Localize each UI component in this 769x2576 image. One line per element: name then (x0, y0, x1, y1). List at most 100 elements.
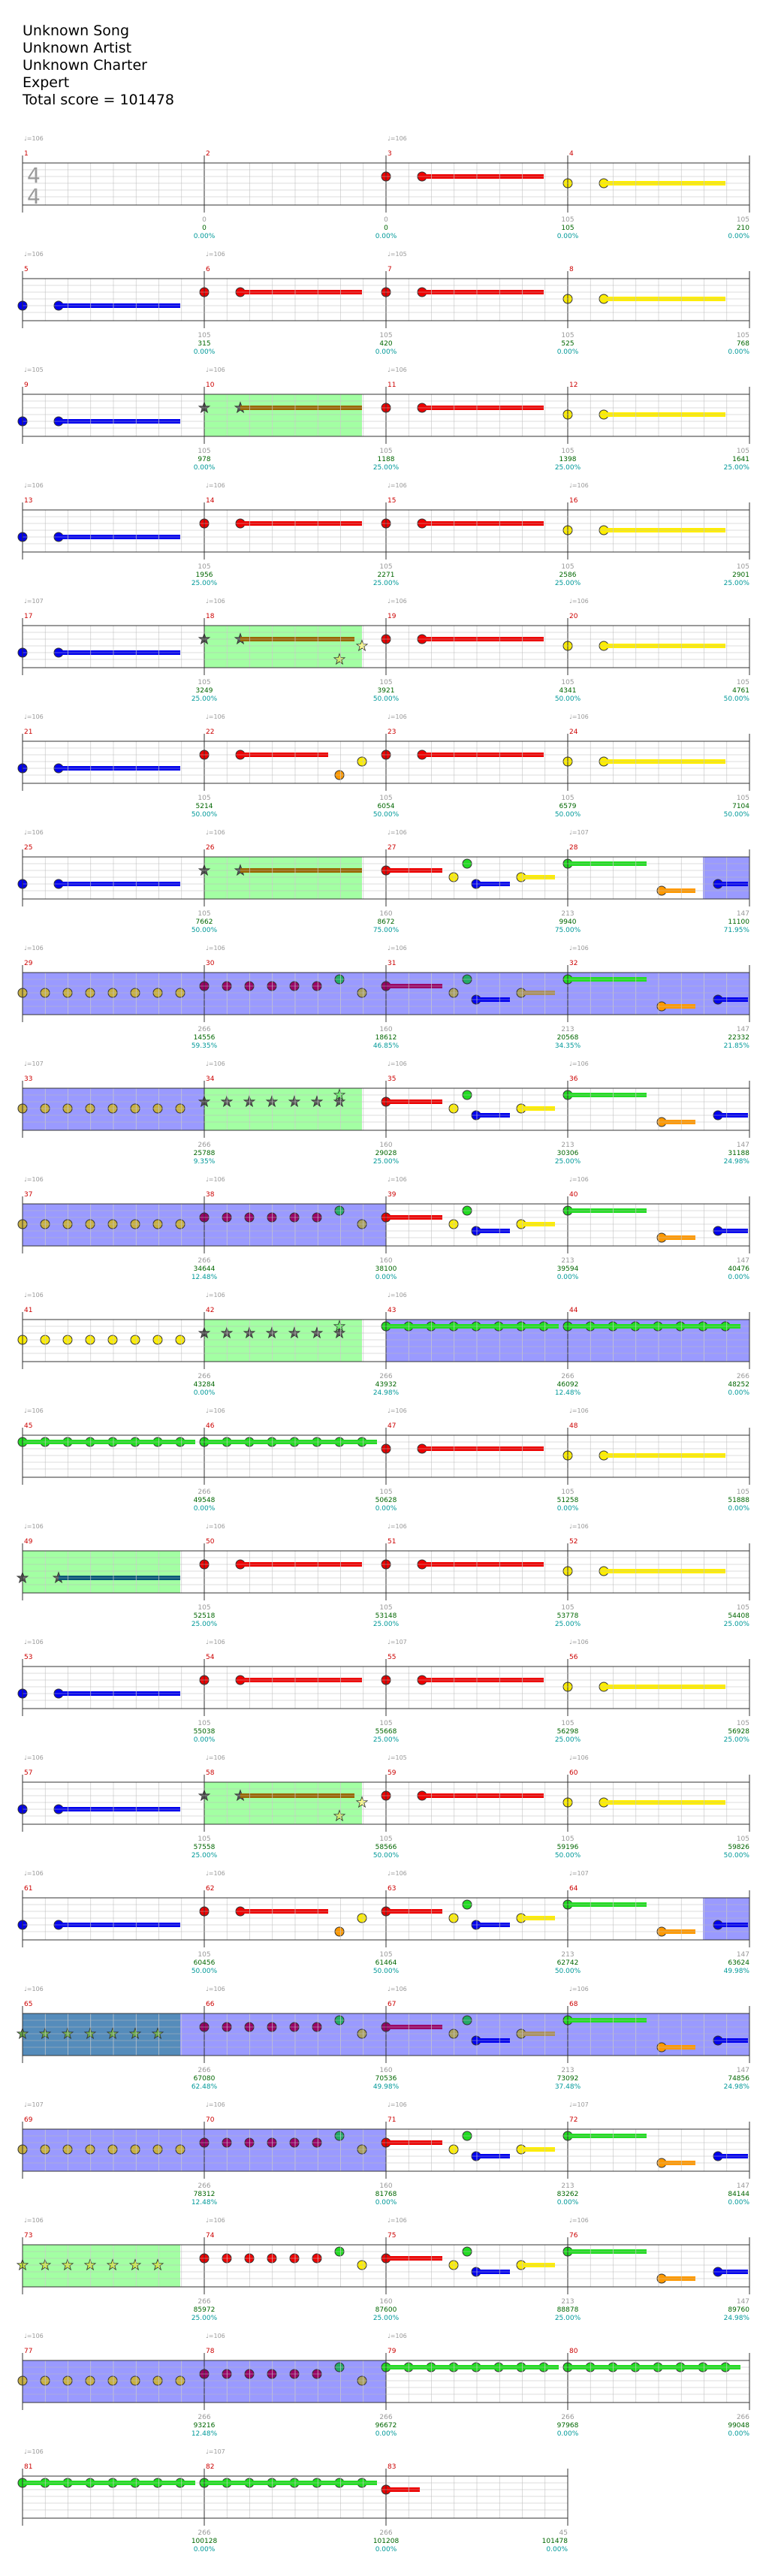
score-value: 3249 (196, 687, 213, 695)
measure-number: 36 (569, 1075, 578, 1083)
score-value: 0 (384, 225, 388, 232)
score-value: 59196 (557, 1844, 579, 1851)
score-value: 100128 (191, 2538, 218, 2545)
star-note (243, 1326, 256, 1339)
bpm-marker: ♩=106 (24, 945, 44, 952)
score-value: 7104 (732, 803, 749, 810)
score-value: 11100 (728, 918, 749, 926)
bpm-marker: ♩=106 (388, 1870, 407, 1877)
bpm-marker: ♩=107 (569, 1870, 589, 1877)
star-power-phrase (204, 1088, 362, 1130)
tick-value: 266 (198, 1142, 210, 1149)
score-value: 99048 (728, 2422, 749, 2430)
score-value: 60456 (194, 1959, 216, 1967)
measure-number: 73 (24, 2232, 32, 2240)
bpm-marker: ♩=106 (206, 1060, 225, 1067)
tick-value: 105 (561, 1720, 574, 1727)
measure-number: 78 (206, 2348, 215, 2355)
staff-row: 1♩=106442000.00%3♩=106000.00%41051050.00… (22, 135, 750, 240)
measure-number: 20 (569, 613, 578, 620)
percent-value: 24.98% (373, 1389, 400, 1397)
percent-value: 9.35% (194, 1158, 216, 1166)
tick-value: 105 (198, 563, 210, 571)
star-power-phrase (204, 1782, 362, 1824)
measure-number: 6 (206, 266, 210, 273)
bpm-marker: ♩=106 (206, 1870, 225, 1877)
score-value: 89760 (728, 2306, 749, 2314)
star-power-phrase (23, 2245, 180, 2287)
score-value: 63624 (728, 1959, 749, 1967)
score-value: 93216 (194, 2422, 216, 2430)
star-note (265, 1326, 279, 1339)
percent-value: 0.00% (728, 348, 749, 356)
star-power-phrase (204, 1320, 362, 1362)
measure-number: 22 (206, 728, 214, 736)
bpm-marker: ♩=106 (24, 2333, 44, 2339)
percent-value: 25.00% (724, 1736, 750, 1744)
score-value: 54408 (728, 1612, 749, 1620)
score-value: 5214 (196, 803, 213, 810)
tick-value: 105 (561, 448, 574, 455)
star-power-phrase (204, 626, 362, 668)
percent-value: 0.00% (557, 1274, 579, 1281)
score-value: 56928 (728, 1728, 749, 1736)
percent-value: 0.00% (375, 1505, 397, 1513)
bpm-marker: ♩=106 (24, 1407, 44, 1414)
score-value: 49548 (194, 1497, 216, 1504)
measure-number: 76 (569, 2232, 578, 2240)
percent-value: 62.48% (191, 2083, 218, 2091)
staff-row: 21♩=10622♩=106105521450.00%23♩=106105605… (17, 713, 750, 819)
bpm-marker: ♩=106 (24, 829, 44, 836)
bpm-marker: ♩=106 (24, 251, 44, 258)
tick-value: 266 (198, 2414, 210, 2421)
tick-value: 105 (198, 679, 210, 686)
percent-value: 25.00% (191, 1621, 218, 1628)
bpm-marker: ♩=105 (388, 251, 407, 258)
tick-value: 147 (737, 2298, 749, 2306)
bpm-marker: ♩=106 (388, 1523, 407, 1530)
bpm-marker: ♩=106 (24, 2217, 44, 2224)
measure-number: 41 (24, 1307, 32, 1314)
bpm-marker: ♩=106 (569, 1176, 589, 1183)
score-value: 0 (202, 225, 207, 232)
tick-value: 213 (561, 1257, 574, 1265)
measure-number: 13 (24, 497, 32, 505)
tick-value: 213 (561, 1951, 574, 1959)
measure-number: 3 (388, 150, 392, 158)
score-value: 1956 (196, 572, 213, 579)
measure-number: 23 (388, 728, 396, 736)
tick-value: 105 (737, 1720, 749, 1727)
measure: 65♩=106 (16, 1986, 204, 2063)
star-note (106, 2258, 119, 2271)
star-note (333, 1326, 346, 1339)
tick-value: 105 (198, 1604, 210, 1612)
tick-value: 105 (561, 679, 574, 686)
star-power-phrase (23, 2013, 180, 2056)
bpm-marker: ♩=106 (206, 1986, 225, 1992)
score-value: 525 (561, 340, 574, 348)
tick-value: 213 (561, 2067, 574, 2074)
tick-value: 105 (561, 1604, 574, 1612)
song-header: Unknown Song Unknown Artist Unknown Char… (23, 23, 174, 109)
score-value: 50628 (375, 1497, 397, 1504)
score-value: 57558 (194, 1844, 216, 1851)
percent-value: 0.00% (194, 464, 216, 472)
percent-value: 25.00% (191, 2315, 218, 2322)
tick-value: 105 (379, 1835, 392, 1843)
score-value: 978 (198, 456, 210, 463)
tick-value: 105 (737, 332, 749, 339)
bpm-marker: ♩=106 (24, 1176, 44, 1183)
measure-number: 10 (206, 382, 215, 389)
measure-number: 42 (206, 1307, 214, 1314)
measure-number: 11 (388, 382, 396, 389)
tick-value: 266 (379, 2414, 392, 2421)
bpm-marker: ♩=106 (206, 1639, 225, 1645)
tick-value: 105 (198, 910, 210, 918)
tick-value: 105 (198, 1951, 210, 1959)
percent-value: 25.00% (724, 1621, 750, 1628)
